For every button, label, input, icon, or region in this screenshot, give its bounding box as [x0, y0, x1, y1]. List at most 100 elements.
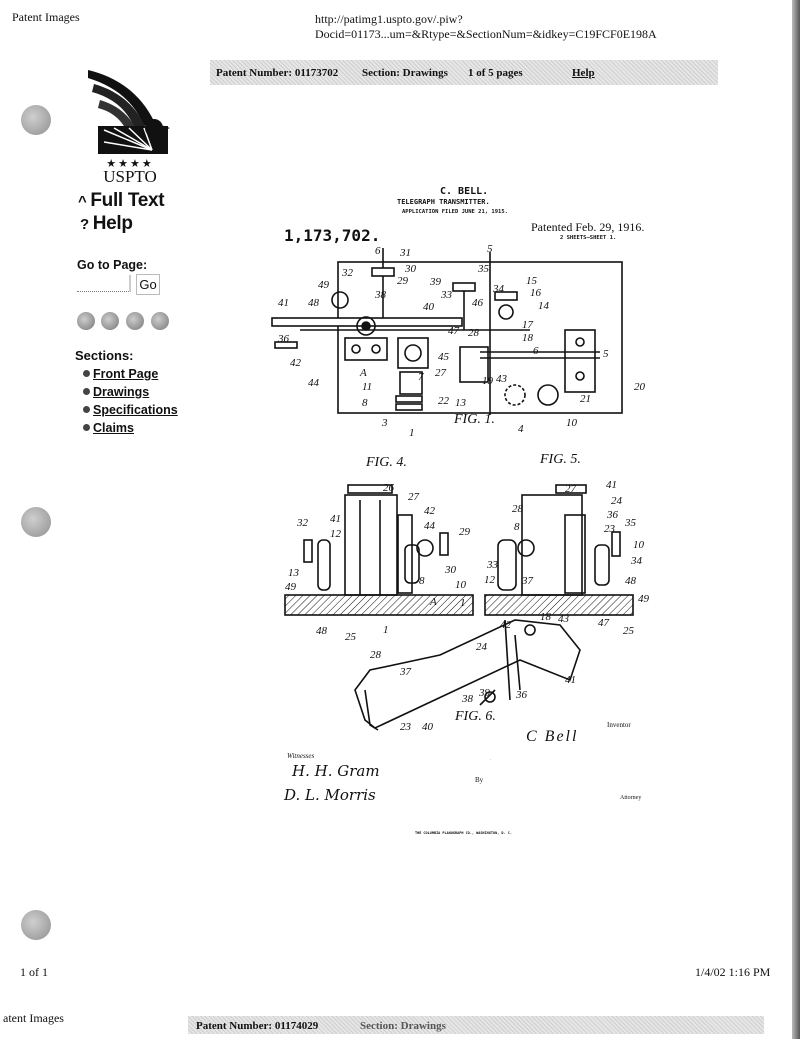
section-label: Section: Drawings — [362, 67, 448, 79]
sections-list: Front Page Drawings Specifications Claim… — [83, 367, 178, 439]
reference-numeral: 32 — [297, 517, 308, 529]
reference-numeral: A — [430, 596, 437, 608]
reference-numeral: 48 — [316, 625, 327, 637]
reference-numeral: 31 — [400, 247, 411, 259]
go-button[interactable]: Go — [136, 274, 160, 295]
reference-numeral: 21 — [580, 393, 591, 405]
reference-numeral: 44 — [308, 377, 319, 389]
punch-hole — [21, 105, 51, 135]
reference-numeral: 8 — [419, 575, 425, 587]
reference-numeral: 30 — [445, 564, 456, 576]
reference-numeral: 29 — [397, 275, 408, 287]
reference-numeral: 48 — [308, 297, 319, 309]
reference-numeral: 17 — [522, 319, 533, 331]
patent-sheets: 2 SHEETS—SHEET 1. — [560, 235, 617, 241]
section-specifications[interactable]: Specifications — [83, 403, 178, 417]
patent-title: TELEGRAPH TRANSMITTER. — [397, 198, 490, 206]
uspto-logo[interactable]: ★★★★ USPTO — [84, 66, 176, 186]
reference-numeral: 16 — [530, 287, 541, 299]
reference-numeral: 3 — [382, 417, 388, 429]
toolbar: Patent Number: 01173702 Section: Drawing… — [210, 60, 718, 85]
help-link[interactable]: Help — [572, 67, 595, 79]
page-count: 1 of 5 pages — [468, 67, 523, 79]
reference-numeral: 45 — [438, 351, 449, 363]
reference-numeral: 46 — [472, 297, 483, 309]
reference-numeral: 35 — [478, 263, 489, 275]
reference-numeral: 5 — [603, 348, 609, 360]
fig1-base — [337, 261, 623, 414]
reference-numeral: 15 — [526, 275, 537, 287]
reference-numeral: 49 — [318, 279, 329, 291]
reference-numeral: 42 — [290, 357, 301, 369]
patent-filed: APPLICATION FILED JUNE 21, 1915. — [402, 209, 508, 215]
help-sidebar-link[interactable]: ? Help — [80, 213, 133, 234]
reference-numeral: 39 — [479, 687, 490, 699]
reference-numeral: 38 — [462, 693, 473, 705]
reference-numeral: 1 — [409, 427, 415, 439]
reference-numeral: 30 — [405, 263, 416, 275]
reference-numeral: 23 — [604, 523, 615, 535]
previous-page-icon[interactable] — [101, 312, 119, 330]
reference-numeral: 37 — [522, 575, 533, 587]
goto-page-input[interactable] — [77, 275, 131, 292]
section-drawings[interactable]: Drawings — [83, 385, 178, 399]
first-page-icon[interactable] — [77, 312, 95, 330]
witnesses-label: Witnesses — [287, 752, 315, 760]
reference-numeral: 47 — [598, 617, 609, 629]
reference-numeral: 27 — [435, 367, 446, 379]
reference-numeral: 26 — [383, 482, 394, 494]
reference-numeral: 25 — [345, 631, 356, 643]
reference-numeral: 13 — [455, 397, 466, 409]
reference-numeral: 36 — [607, 509, 618, 521]
reference-numeral: 10 — [566, 417, 577, 429]
fig6-label: FIG. 6. — [455, 709, 496, 724]
reference-numeral: 33 — [441, 289, 452, 301]
full-text-link[interactable]: ^ Full Text — [78, 190, 165, 211]
up-arrow-icon: ^ — [78, 193, 91, 210]
last-page-icon[interactable] — [151, 312, 169, 330]
section-front-page[interactable]: Front Page — [83, 367, 178, 381]
inventor-signature: C Bell — [526, 728, 579, 745]
next-toolbar: Patent Number: 01174029 Section: Drawing… — [188, 1016, 764, 1034]
section-claims[interactable]: Claims — [83, 421, 178, 435]
reference-numeral: 28 — [512, 503, 523, 515]
reference-numeral: 49 — [285, 581, 296, 593]
sections-label: Sections: — [75, 348, 134, 363]
reference-numeral: 28 — [370, 649, 381, 661]
reference-numeral: 41 — [606, 479, 617, 491]
eagle-icon — [88, 70, 170, 154]
reference-numeral: 23 — [400, 721, 411, 733]
reference-numeral: 25 — [623, 625, 634, 637]
reference-numeral: 14 — [538, 300, 549, 312]
reference-numeral: 48 — [625, 575, 636, 587]
reference-numeral: 8 — [514, 521, 520, 533]
reference-numeral: 29 — [459, 526, 470, 538]
reference-numeral: 49 — [638, 593, 649, 605]
reference-numeral: 39 — [430, 276, 441, 288]
reference-numeral: 10 — [633, 539, 644, 551]
reference-numeral: 38 — [375, 289, 386, 301]
next-page-icon[interactable] — [126, 312, 144, 330]
reference-numeral: 5 — [487, 243, 493, 255]
reference-numeral: 36 — [278, 333, 289, 345]
reference-numeral: 12 — [484, 574, 495, 586]
reference-numeral: 43 — [558, 613, 569, 625]
patent-number-print: 1,173,702. — [284, 226, 381, 245]
patent-inventor: C. BELL. — [440, 186, 489, 197]
print-page-count: 1 of 1 — [20, 965, 48, 979]
reference-numeral: 28 — [468, 327, 479, 339]
reference-numeral: 7 — [418, 371, 424, 383]
reference-numeral: 37 — [400, 666, 411, 678]
reference-numeral: 42 — [500, 619, 511, 631]
witness-2: D. L. Morris — [284, 786, 376, 804]
patent-date: Patented Feb. 29, 1916. — [531, 220, 645, 234]
print-header-title: Patent Images — [12, 10, 80, 24]
reference-numeral: 33 — [487, 559, 498, 571]
logo-text: USPTO — [103, 167, 157, 186]
reference-numeral: 18 — [540, 611, 551, 623]
question-icon: ? — [80, 216, 93, 233]
witness-1: H. H. Gram — [292, 762, 380, 780]
reference-numeral: 41 — [278, 297, 289, 309]
reference-numeral: 34 — [493, 283, 504, 295]
reference-numeral: 35 — [625, 517, 636, 529]
